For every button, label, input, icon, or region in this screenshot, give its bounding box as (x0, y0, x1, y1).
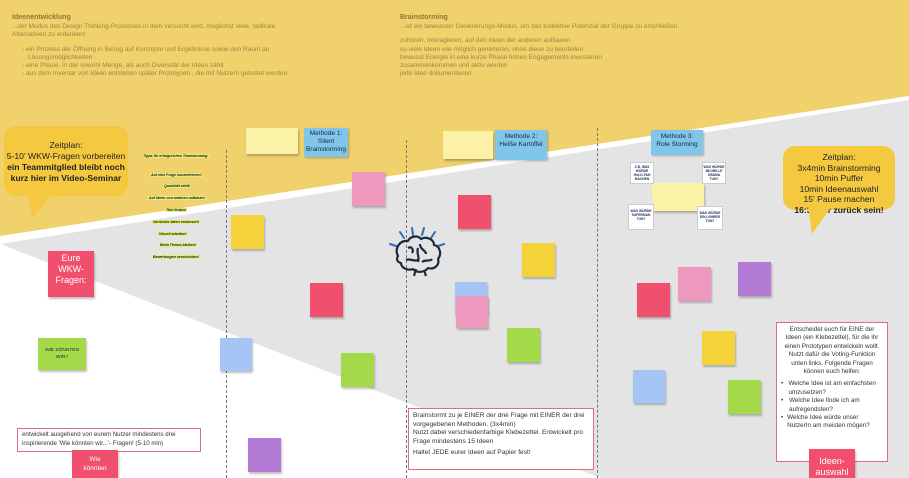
header-right-line: jede Idee dokumentieren (400, 70, 472, 78)
method-2-label[interactable]: Methode 2: Heiße Kartoffel (495, 130, 547, 160)
header-right-line: zusammenkommen und aktiv werden (400, 62, 508, 70)
sticky-note[interactable] (246, 128, 298, 154)
brainstorm-instruction-line: Nutzt dabei verschiedenfarbige Klebezett… (413, 429, 584, 445)
tip-item: Bewertungen verschieben! (152, 255, 200, 259)
header-left-title: Ideenentwicklung (12, 14, 71, 21)
idea-selection-box[interactable]: Entscheidet euch für EINE der Ideen (ein… (776, 322, 888, 462)
bubble-left-line: ein Teammitglied bleibt noch (7, 162, 125, 172)
role-note[interactable]: Z.B. WAS WÜRDE HULK-FAN MACHEN (630, 162, 654, 184)
tip-item: Tipps für erfolgreiches Teamstorming (142, 154, 209, 158)
sticky-note[interactable] (310, 283, 343, 317)
selection-question: •Welche Idee ist am einfachsten umzusetz… (781, 380, 876, 396)
header-left-line: ...der Modus des Design Thinking-Prozess… (12, 23, 276, 30)
sticky-note[interactable] (678, 267, 711, 301)
tip-item: Titel finden! (165, 208, 188, 212)
tip-item: Auf Ideen von anderen aufbauen (148, 196, 206, 200)
bubble-right-line: 10min Ideenauswahl (799, 183, 879, 194)
section-divider (597, 128, 598, 478)
header-band (0, 0, 909, 96)
bubble-tail (28, 192, 54, 218)
bubble-left-line: 5-10' WKW-Fragen vorbereiten (6, 151, 126, 161)
header-right-line: so viele Ideen wie möglich generieren, o… (400, 45, 584, 53)
sticky-note[interactable] (341, 353, 374, 387)
sticky-note[interactable] (352, 172, 385, 206)
selection-intro: Entscheidet euch für EINE der Ideen (ein… (784, 326, 880, 376)
sticky-wie-koennten[interactable]: Wie könnten (72, 450, 118, 478)
schedule-bubble-left[interactable]: Zeitplan: 5-10' WKW-Fragen vorbereiten e… (4, 126, 128, 196)
header-ideenentwicklung: Ideenentwicklung ...der Modus des Design… (12, 14, 392, 79)
bubble-right-line: 15' Pause machen (803, 194, 875, 205)
sticky-note[interactable] (458, 195, 491, 229)
header-brainstorming: Brainstorming ...ist ein bewusster Gener… (400, 14, 820, 79)
bubble-left-line: Zeitplan: (49, 140, 83, 150)
header-right-title: Brainstorming (400, 14, 448, 21)
sticky-note[interactable] (507, 328, 540, 362)
header-left-line: - ein Prozess der Öffnung in Bezug auf K… (22, 45, 270, 53)
sticky-note[interactable] (231, 215, 264, 249)
sticky-note[interactable] (443, 131, 493, 159)
brain-icon (389, 227, 445, 277)
tip-item: Auf eine Frage konzentrieren! (150, 173, 203, 177)
section-divider (226, 150, 227, 478)
sticky-note[interactable] (220, 338, 252, 371)
role-note[interactable]: WAS WÜRDE SUPERMAN TUN? (628, 204, 654, 230)
tips-list: Tipps für erfolgreiches Teamstorming Auf… (138, 154, 230, 264)
tip-item: Quantität zählt! (163, 184, 192, 188)
sticky-wkw-label[interactable]: Eure WKW- Fragen: (48, 251, 94, 297)
tip-item: Visuell arbeiten! (158, 232, 188, 236)
sticky-note[interactable] (637, 283, 670, 317)
header-right-line: bewusst Energie in eine kurze Phase hohe… (400, 53, 602, 61)
brainstorm-instruction-box[interactable]: Brainstormt zu je EINER der drei Frage m… (408, 408, 594, 470)
bubble-right-line: 3x4min Brainstorming (797, 162, 881, 173)
sticky-note[interactable] (738, 262, 771, 296)
section-divider (406, 140, 407, 478)
bubble-right-line: Zeitplan: (822, 152, 856, 162)
header-right-line: zuhören, interagieren, auf den Ideen der… (400, 37, 571, 45)
sticky-note[interactable] (633, 370, 665, 403)
wkw-instruction-box[interactable]: entwickelt ausgehend von eurem Nutzer mi… (17, 428, 201, 452)
role-note[interactable]: WAS WÜRDE MICHELLE OBAMA TUN? (702, 162, 726, 184)
sticky-note[interactable] (456, 296, 488, 328)
sticky-note[interactable] (522, 243, 555, 277)
method-3-label[interactable]: Methode 3: Role Storming (651, 130, 703, 155)
sticky-note[interactable] (652, 183, 704, 211)
sticky-note[interactable] (702, 331, 735, 365)
header-left-line: - eine Phase, in der sowohl Menge, als a… (22, 62, 224, 70)
bubble-right-line: 16:30Uhr zurück sein! (794, 204, 884, 215)
bubble-right-line: 10min Puffer (814, 173, 864, 184)
sticky-ideen-auswahl[interactable]: Ideen- auswahl (809, 449, 855, 478)
bubble-tail (808, 206, 832, 234)
schedule-bubble-right[interactable]: Zeitplan: 3x4min Brainstorming 10min Puf… (783, 146, 895, 215)
selection-question: •Welche Idee würde unser NutzerIn am mei… (781, 414, 870, 430)
header-right-line: ...ist ein bewusster Generierungs-Modus,… (400, 23, 680, 30)
method-1-label[interactable]: Methode 1: Silent Brainstorming (304, 128, 348, 157)
header-left-line: Lösungsmöglichkeiten (28, 53, 93, 61)
brainstorm-instruction-line: Brainstormt zu je EINER der drei Frage m… (413, 412, 585, 428)
tip-item: Verrückte Ideen erwünscht (152, 220, 200, 224)
sticky-note[interactable] (728, 380, 761, 414)
role-note[interactable]: WAS WÜRDE EIN LEHRER TUN? (697, 206, 723, 230)
sticky-note[interactable] (248, 438, 281, 472)
bubble-left-line: kurz hier im Video-Seminar (10, 173, 122, 183)
header-left-line: Alternativen zu erdenken! (12, 31, 86, 39)
brainstorm-instruction-line: Haltet JEDE eurer Ideen auf Papier fest! (413, 449, 531, 456)
header-left-line: - aus dem Inventar von Ideen entstehen s… (22, 70, 288, 78)
tip-item: Beim Thema bleiben! (159, 243, 198, 247)
sticky-wie-koennten-wir[interactable]: WIE KÖNNTEN WIR? (38, 338, 86, 370)
selection-question: •Welche Idee finde ich am aufregendsten? (781, 397, 860, 413)
